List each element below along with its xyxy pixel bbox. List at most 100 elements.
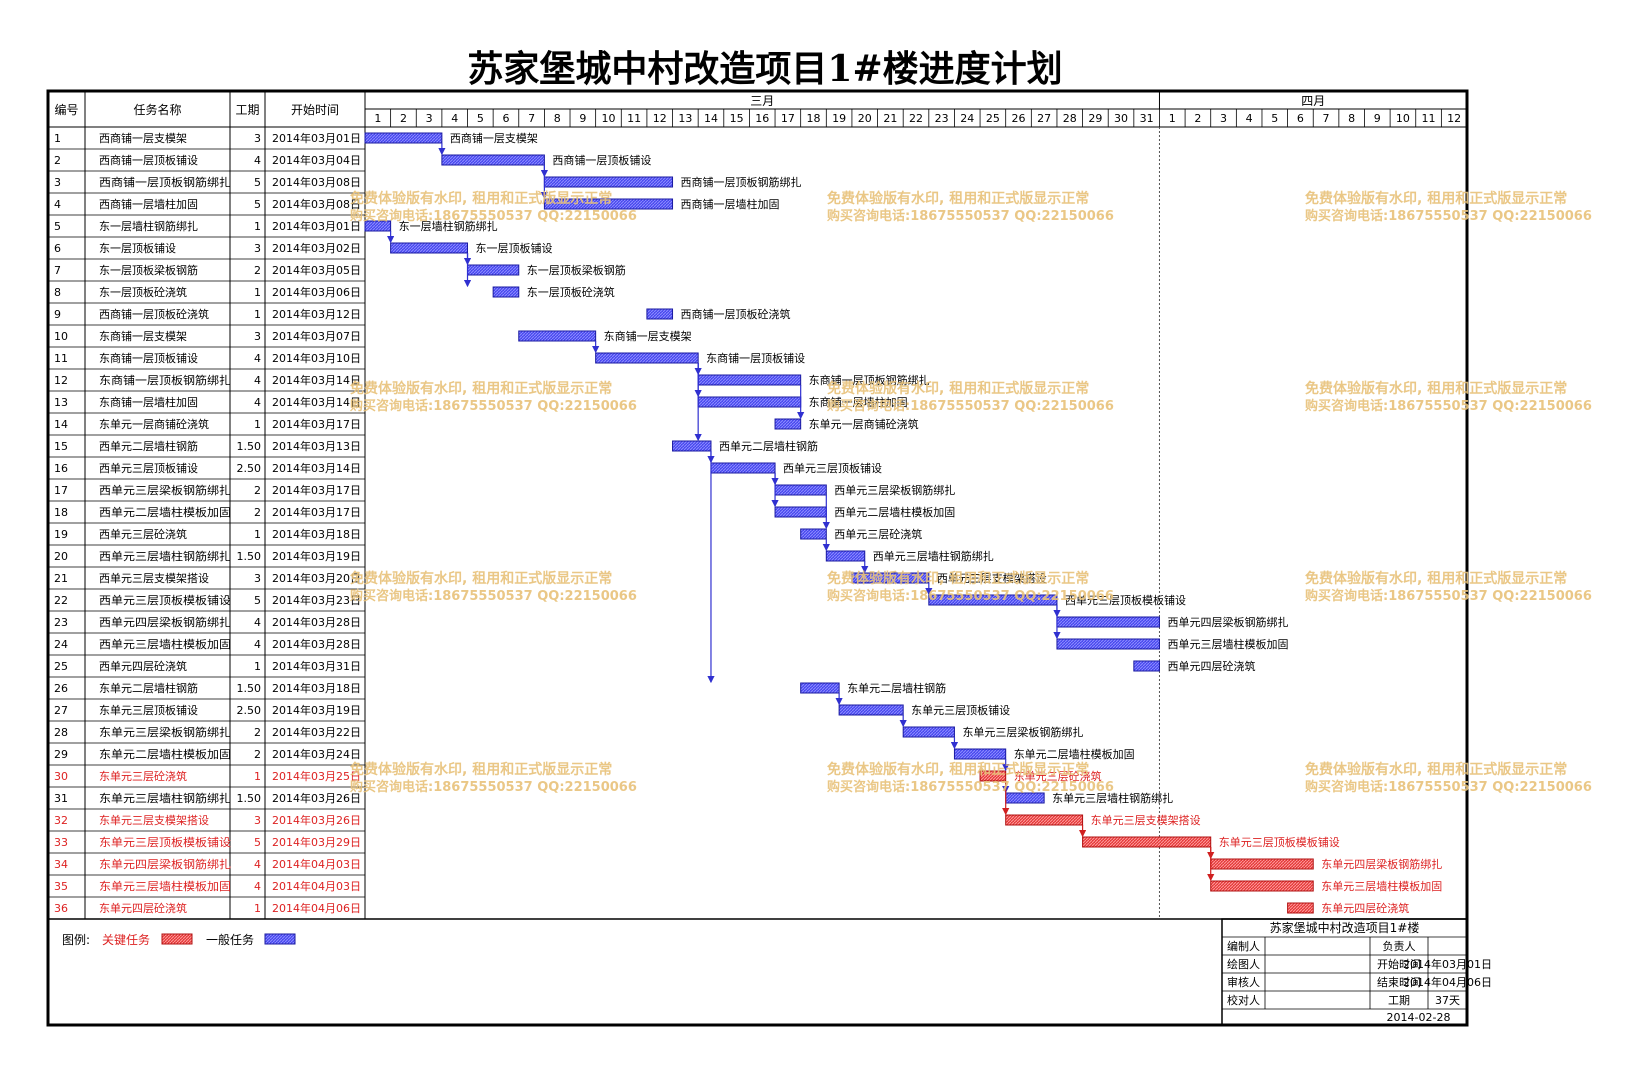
task-no: 17 (54, 484, 68, 497)
task-bar (851, 572, 930, 584)
task-bar-label: 东一层墙柱钢筋绑扎 (399, 219, 498, 233)
header-name: 任务名称 (133, 102, 181, 117)
task-duration: 2 (254, 748, 261, 761)
task-bar (979, 770, 1007, 782)
task-bar-label: 东单元三层支模架搭设 (1091, 814, 1201, 827)
task-bar-label: 西单元四层梁板钢筋绑扎 (1167, 615, 1288, 629)
info-key: 负责人 (1383, 939, 1416, 953)
task-name: 东单元四层砼浇筑 (99, 901, 187, 915)
legend-normal-text: 一般任务 (206, 932, 254, 947)
task-no: 30 (54, 770, 68, 783)
day-label: 2 (1194, 112, 1201, 125)
day-label: 17 (781, 112, 795, 125)
task-name: 东单元一层商铺砼浇筑 (99, 417, 209, 431)
task-no: 18 (54, 506, 68, 519)
day-label: 6 (502, 112, 509, 125)
day-label: 22 (909, 112, 923, 125)
task-bar (774, 484, 827, 496)
task-start: 2014年03月25日 (272, 769, 361, 783)
task-no: 25 (54, 660, 68, 673)
info-value: 2014年03月01日 (1403, 957, 1492, 971)
task-bar (543, 198, 674, 210)
task-name: 东单元三层顶板模板铺设 (99, 835, 231, 849)
task-duration: 4 (254, 396, 261, 409)
task-duration: 4 (254, 858, 261, 871)
day-label: 5 (1271, 112, 1278, 125)
task-start: 2014年03月19日 (272, 549, 361, 563)
links-layer (387, 143, 1215, 882)
task-name: 东商铺一层支模架 (99, 329, 187, 343)
task-bar-label: 东单元四层砼浇筑 (1321, 901, 1409, 915)
task-duration: 1 (254, 308, 261, 321)
task-no: 9 (54, 308, 61, 321)
task-bar (825, 550, 866, 562)
day-label: 6 (1297, 112, 1304, 125)
day-label: 1 (374, 112, 381, 125)
task-start: 2014年03月17日 (272, 417, 361, 431)
task-bar (364, 220, 392, 232)
task-name: 东商铺一层顶板钢筋绑扎 (99, 373, 231, 387)
watermark-line1: 免费体验版有水印, 租用和正式版显示正常 (350, 761, 612, 778)
watermark-line2: 购买咨询电话:18675550537 QQ:22150066 (1305, 779, 1592, 795)
task-bar (697, 374, 802, 386)
task-start: 2014年03月26日 (272, 813, 361, 827)
task-duration: 3 (254, 330, 261, 343)
task-name: 东一层顶板砼浇筑 (99, 285, 187, 299)
info-role: 编制人 (1227, 939, 1260, 953)
task-no: 23 (54, 616, 68, 629)
day-label: 10 (601, 112, 615, 125)
task-name: 东单元三层砼浇筑 (99, 769, 187, 783)
task-duration: 1.50 (237, 682, 262, 695)
task-start: 2014年03月18日 (272, 681, 361, 695)
watermark-line1: 免费体验版有水印, 租用和正式版显示正常 (827, 190, 1089, 207)
task-bar (774, 506, 827, 518)
watermark-line1: 免费体验版有水印, 租用和正式版显示正常 (350, 190, 612, 207)
task-no: 11 (54, 352, 68, 365)
task-bar-label: 西商铺一层顶板铺设 (552, 153, 651, 167)
task-no: 4 (54, 198, 61, 211)
task-bar-label: 东单元二层墙柱钢筋 (847, 681, 946, 695)
watermark-line2: 购买咨询电话:18675550537 QQ:22150066 (1305, 588, 1592, 604)
info-project: 苏家堡城中村改造项目1#楼 (1270, 920, 1420, 935)
task-bar-label: 西单元三层支模架搭设 (937, 572, 1047, 585)
task-bar (953, 748, 1007, 760)
day-label: 25 (986, 112, 1000, 125)
task-bar-label: 东单元三层墙柱模板加固 (1321, 879, 1442, 893)
task-duration: 5 (254, 198, 261, 211)
task-bar-label: 西单元四层砼浇筑 (1167, 659, 1255, 673)
day-label: 7 (528, 112, 535, 125)
day-label: 1 (1169, 112, 1176, 125)
task-name: 东单元三层墙柱模板加固 (99, 879, 231, 893)
info-value: 37天 (1435, 994, 1460, 1007)
task-start: 2014年03月14日 (272, 373, 361, 387)
task-start: 2014年03月14日 (272, 461, 361, 475)
task-bar-label: 西商铺一层支模架 (450, 131, 538, 145)
task-bar (1082, 836, 1212, 848)
task-duration: 1 (254, 660, 261, 673)
task-bar (646, 308, 674, 320)
day-label: 28 (1063, 112, 1077, 125)
task-start: 2014年03月14日 (272, 395, 361, 409)
task-duration: 5 (254, 594, 261, 607)
task-no: 33 (54, 836, 68, 849)
task-bar-label: 西商铺一层顶板砼浇筑 (681, 307, 791, 321)
task-name: 西单元三层支模架搭设 (99, 572, 209, 585)
task-duration: 3 (254, 242, 261, 255)
task-start: 2014年03月28日 (272, 615, 361, 629)
task-duration: 1.50 (237, 792, 262, 805)
task-no: 13 (54, 396, 68, 409)
task-start: 2014年03月10日 (272, 351, 361, 365)
task-no: 28 (54, 726, 68, 739)
task-bar-label: 东单元三层梁板钢筋绑扎 (962, 725, 1083, 739)
task-start: 2014年03月28日 (272, 637, 361, 651)
day-label: 14 (704, 112, 718, 125)
task-no: 1 (54, 132, 61, 145)
task-no: 26 (54, 682, 68, 695)
task-name: 西单元二层墙柱钢筋 (99, 439, 198, 453)
task-bar (800, 682, 840, 694)
task-duration: 1 (254, 286, 261, 299)
task-no: 29 (54, 748, 68, 761)
task-name: 西单元三层梁板钢筋绑扎 (99, 483, 231, 497)
task-bar (710, 462, 776, 474)
